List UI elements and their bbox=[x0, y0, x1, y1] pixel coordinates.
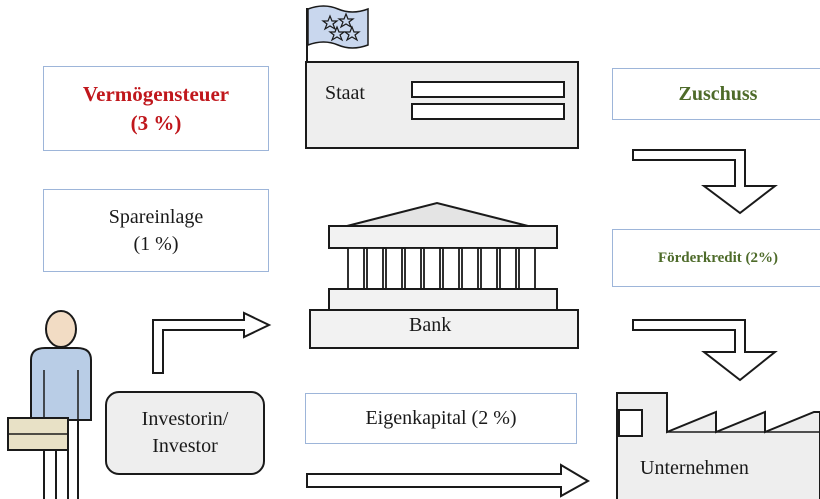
investor-label-line1: Investorin/ bbox=[141, 408, 229, 430]
investor-box: Investorin/ Investor bbox=[105, 391, 265, 475]
promotional-loan-box: Förderkredit (2%) bbox=[612, 229, 820, 287]
investor-label-line2: Investor bbox=[152, 435, 218, 457]
wealth-tax-box: Vermögensteuer (3 %) bbox=[43, 66, 269, 151]
wealth-tax-rate: (3 %) bbox=[130, 110, 182, 135]
bank-label: Bank bbox=[409, 314, 452, 336]
state-label: Staat bbox=[325, 82, 365, 104]
equity-box: Eigenkapital (2 %) bbox=[305, 393, 577, 444]
company-label: Unternehmen bbox=[640, 457, 749, 479]
promotional-loan-label: Förderkredit (2%) bbox=[657, 249, 779, 266]
grant-label: Zuschuss bbox=[678, 82, 758, 105]
savings-label: Spareinlage bbox=[108, 205, 204, 228]
grant-box: Zuschuss bbox=[612, 68, 820, 120]
equity-label: Eigenkapital (2 %) bbox=[365, 407, 517, 429]
savings-box: Spareinlage (1 %) bbox=[43, 189, 269, 272]
wealth-tax-label: Vermögensteuer bbox=[82, 82, 230, 107]
savings-rate: (1 %) bbox=[133, 232, 179, 255]
